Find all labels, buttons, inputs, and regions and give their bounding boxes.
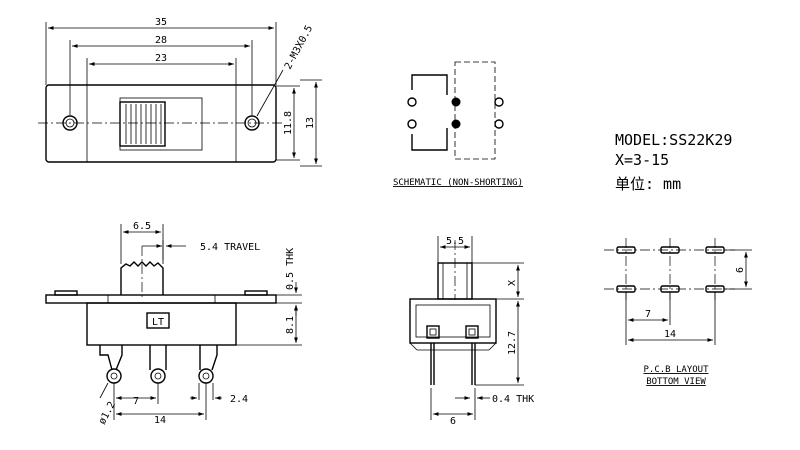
pin-hole-middle	[150, 368, 166, 384]
dim-pin-width: 2.4	[230, 394, 248, 405]
dim-flange-thickness: 0.5 THK	[285, 248, 296, 290]
schematic: SCHEMATIC (NON-SHORTING)	[393, 61, 523, 188]
dim-height-inner: 11.8	[283, 111, 294, 135]
model-label: MODEL:SS22K29	[615, 131, 732, 149]
switch-body	[86, 302, 237, 346]
x-range-label: X=3-15	[615, 151, 669, 169]
model-info: MODEL:SS22K29 X=3-15 单位: mm	[615, 131, 732, 193]
dim-end-actuator: 5.5	[446, 236, 464, 247]
flange	[45, 294, 277, 304]
top-view: 35 28 23 2-M3X0.5 11.8 13	[38, 17, 322, 167]
end-body	[409, 298, 497, 344]
dim-overall-length: 35	[155, 17, 167, 28]
side-view: LT 6.5 5.4 TRAVEL 0.5 THK 8.1	[45, 221, 302, 426]
dim-pin-thickness: 0.4 THK	[492, 394, 534, 405]
dim-screw-thread: 2-M3X0.5	[283, 24, 315, 72]
pcb-caption: P.C.B LAYOUT	[643, 365, 709, 375]
unit-label: 单位: mm	[615, 175, 681, 193]
dim-height-outer: 13	[305, 117, 316, 129]
dim-actuator-width: 6.5	[133, 221, 151, 232]
dim-x: X	[507, 280, 518, 286]
dim-body-height: 8.1	[285, 316, 296, 334]
actuator	[120, 261, 164, 295]
dim-end-height: 12.7	[507, 331, 518, 355]
dim-pcb-row: 6	[735, 267, 746, 273]
end-view: 5.5 X 12.7 0.4 THK 6	[409, 236, 534, 427]
dim-pcb-pitch: 7	[645, 309, 651, 320]
schematic-caption: SCHEMATIC (NON-SHORTING)	[393, 178, 523, 188]
dim-travel: 5.4 TRAVEL	[200, 242, 260, 253]
pcb-caption-view: BOTTOM VIEW	[646, 377, 706, 387]
common-contact-top	[451, 97, 461, 107]
common-contact-bottom	[451, 119, 461, 129]
dim-pin-span: 14	[154, 415, 166, 426]
pad-1	[616, 246, 636, 254]
pad-2	[660, 246, 680, 254]
dim-hole-pitch: 28	[155, 35, 167, 46]
dim-body-length: 23	[155, 53, 167, 64]
dim-pcb-span: 14	[664, 329, 676, 340]
pin-hole-right	[198, 368, 214, 384]
marking-box	[146, 312, 170, 329]
dim-pin-pitch: 7	[133, 396, 139, 407]
dim-hole-diameter: ø1.2	[97, 400, 118, 426]
dim-pin-spacing: 6	[450, 416, 456, 427]
pcb-layout: 6 7 14 P.C.B LAYOUT BOTTOM VIEW	[604, 238, 752, 387]
marking-text: LT	[152, 317, 164, 328]
mounting-plate	[45, 84, 277, 163]
pin-hole-left	[106, 368, 122, 384]
slider-knob	[119, 101, 166, 147]
